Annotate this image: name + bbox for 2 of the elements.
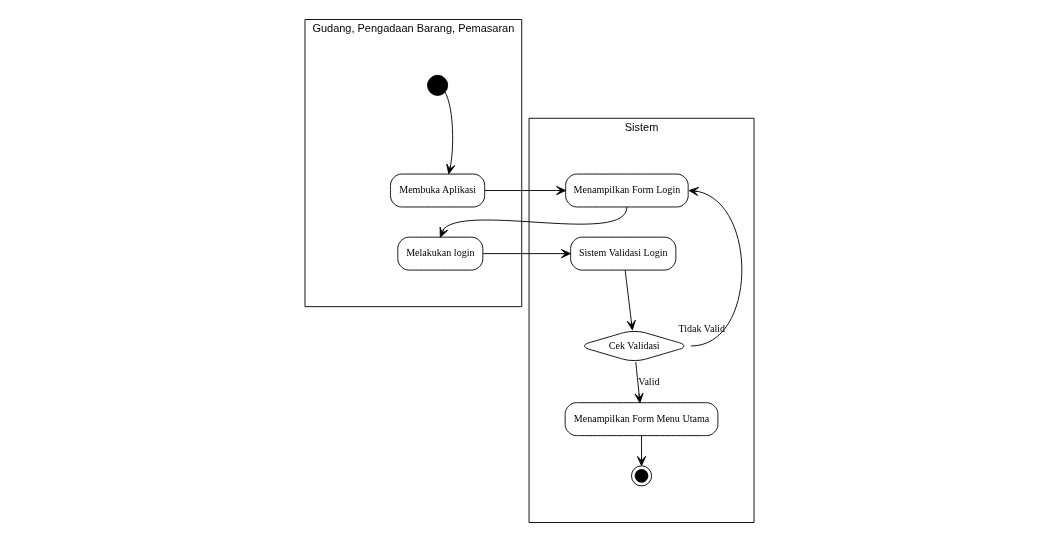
- edge-label: Tidak Valid: [678, 322, 726, 334]
- edge-label: Valid: [638, 376, 660, 388]
